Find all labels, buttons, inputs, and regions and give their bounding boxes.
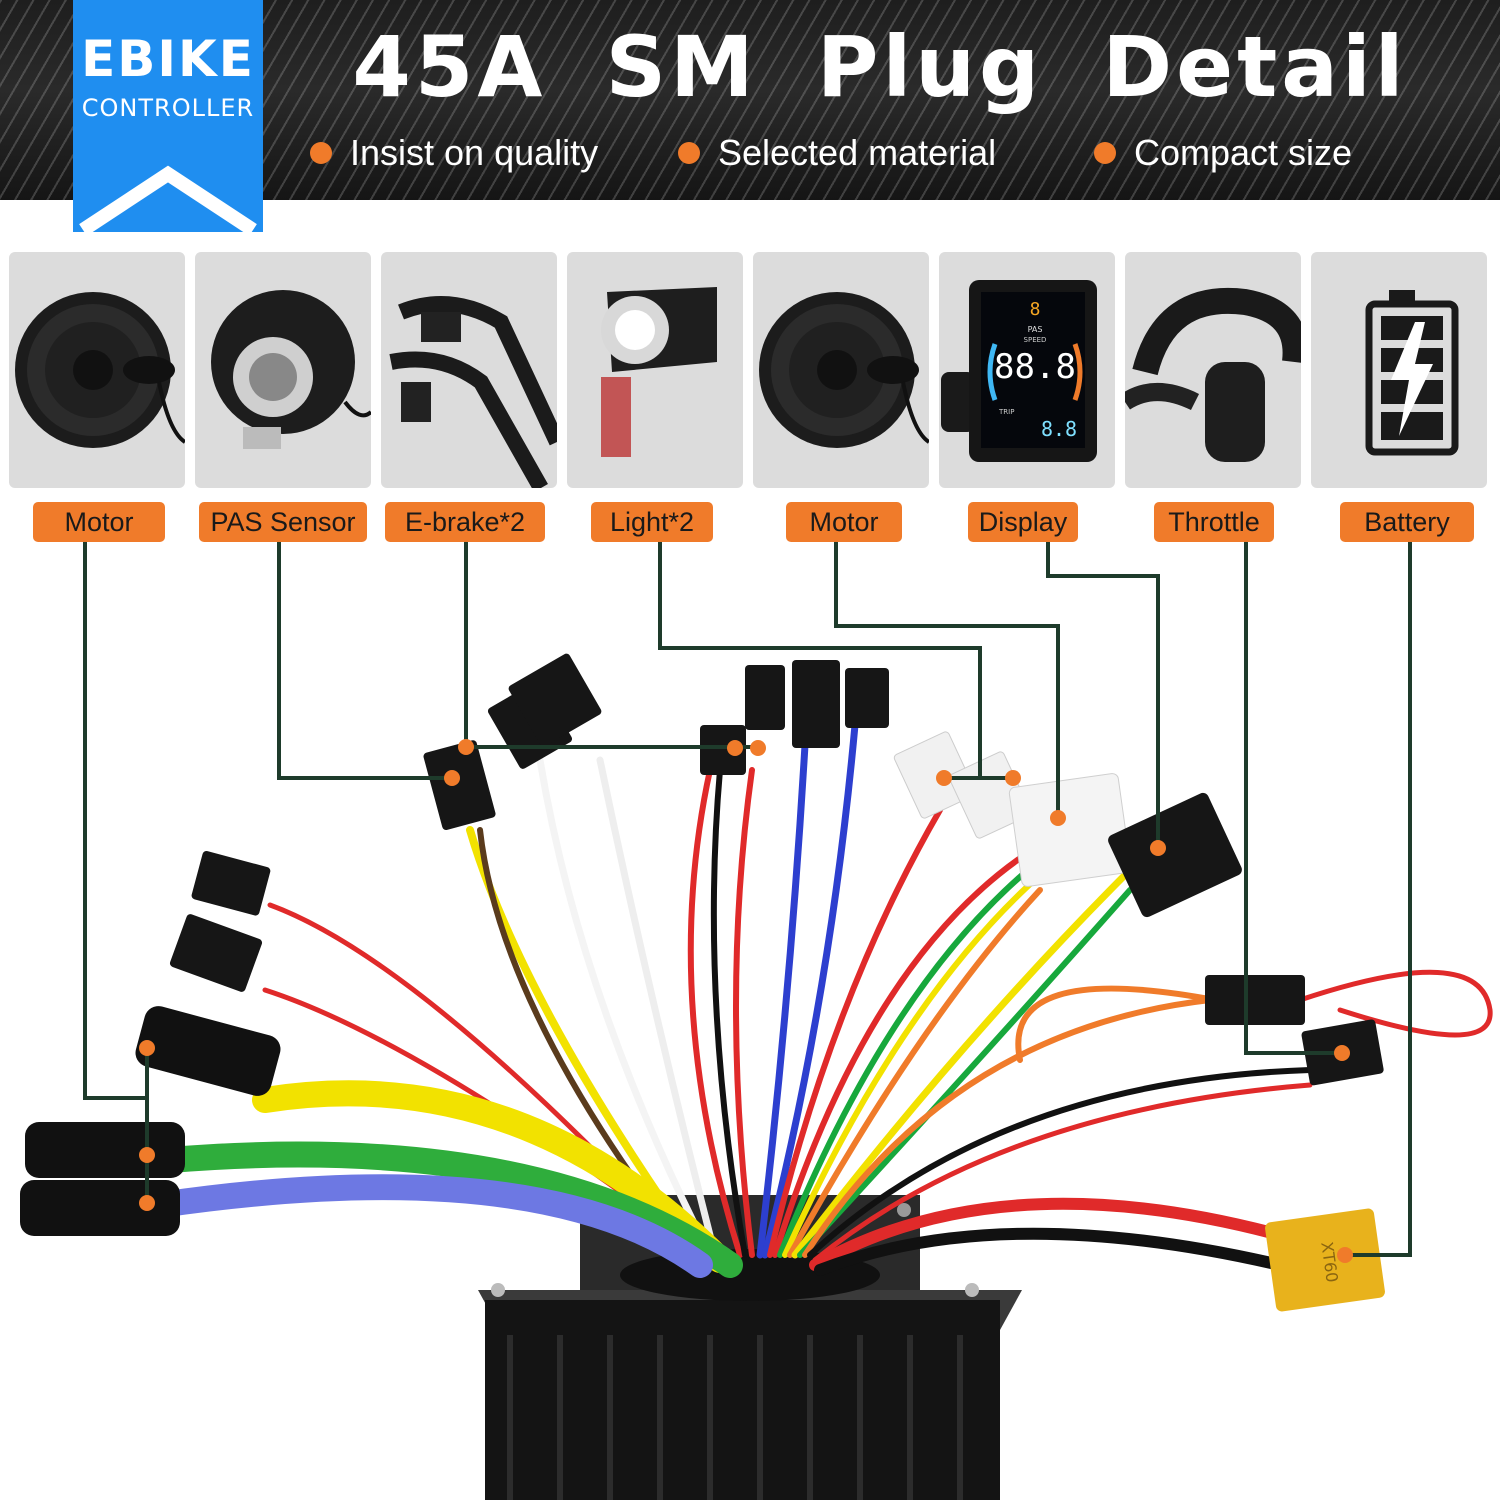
guide-lines (83, 542, 1412, 1257)
hub-motor-icon (15, 292, 185, 448)
marker-dot-icon (936, 770, 952, 786)
marker-dot-icon (458, 739, 474, 755)
hub-motor-icon (759, 292, 929, 448)
card-e-brake (381, 252, 557, 488)
label-motor-1: Motor (33, 502, 165, 542)
marker-dot-icon (1334, 1045, 1350, 1061)
bullet-dot-icon (310, 142, 332, 164)
battery-icon (1365, 290, 1459, 456)
marker-dot-icon (1337, 1247, 1353, 1263)
pas-level-text: 8 (1030, 299, 1041, 320)
feature-text: Compact size (1134, 132, 1353, 173)
marker-dot-icon (750, 740, 766, 756)
trip-readout: 8.8 (1041, 417, 1077, 441)
card-motor-2 (753, 252, 929, 488)
logo-sub-text: CONTROLLER (81, 94, 255, 122)
speed-caption: SPEED (1024, 336, 1047, 344)
feature-text: Insist on quality (350, 132, 599, 173)
signal-wires (262, 721, 1493, 1276)
label-display: Display (968, 502, 1078, 542)
pas-sensor-icon (211, 290, 371, 449)
card-pas-sensor (195, 252, 371, 488)
card-display: 8 PAS SPEED 88.8 TRIP 8.8 (939, 252, 1115, 488)
marker-dot-icon (727, 740, 743, 756)
marker-dot-icon (139, 1195, 155, 1211)
svg-text:PAS: PAS (1028, 325, 1043, 334)
logo-brand-text: EBIKE (81, 30, 255, 88)
marker-dot-icon (139, 1040, 155, 1056)
label-light: Light*2 (591, 502, 713, 542)
label-throttle: Throttle (1154, 502, 1274, 542)
connection-markers (139, 739, 1353, 1263)
label-battery: Battery (1340, 502, 1474, 542)
bullet-dot-icon (1094, 142, 1116, 164)
trip-caption: TRIP (998, 408, 1014, 416)
card-battery (1311, 252, 1487, 488)
marker-dot-icon (1050, 810, 1066, 826)
marker-dot-icon (444, 770, 460, 786)
speed-readout: 88.8 (994, 347, 1076, 387)
thumb-throttle-icon (1125, 287, 1301, 462)
label-motor-2: Motor (786, 502, 902, 542)
card-light (567, 252, 743, 488)
page-title: 45A SM Plug Detail (352, 18, 1408, 116)
phase-wires (147, 1080, 743, 1278)
feature-material: Selected material (678, 132, 996, 174)
label-pas-sensor: PAS Sensor (199, 502, 367, 542)
label-e-brake: E-brake*2 (385, 502, 545, 542)
roof-chevron-icon (79, 165, 257, 232)
headlight-icon (601, 287, 717, 457)
brand-logo: EBIKE CONTROLLER (73, 0, 263, 232)
marker-dot-icon (1150, 840, 1166, 856)
brake-lever-icon (389, 296, 557, 488)
feature-quality: Insist on quality (310, 132, 598, 174)
feature-size: Compact size (1094, 132, 1352, 174)
lcd-display-icon: 8 PAS SPEED 88.8 TRIP 8.8 (941, 280, 1097, 462)
marker-dot-icon (139, 1147, 155, 1163)
card-throttle (1125, 252, 1301, 488)
card-motor-1 (9, 252, 185, 488)
bullet-dot-icon (678, 142, 700, 164)
marker-dot-icon (1005, 770, 1021, 786)
feature-text: Selected material (718, 132, 997, 173)
